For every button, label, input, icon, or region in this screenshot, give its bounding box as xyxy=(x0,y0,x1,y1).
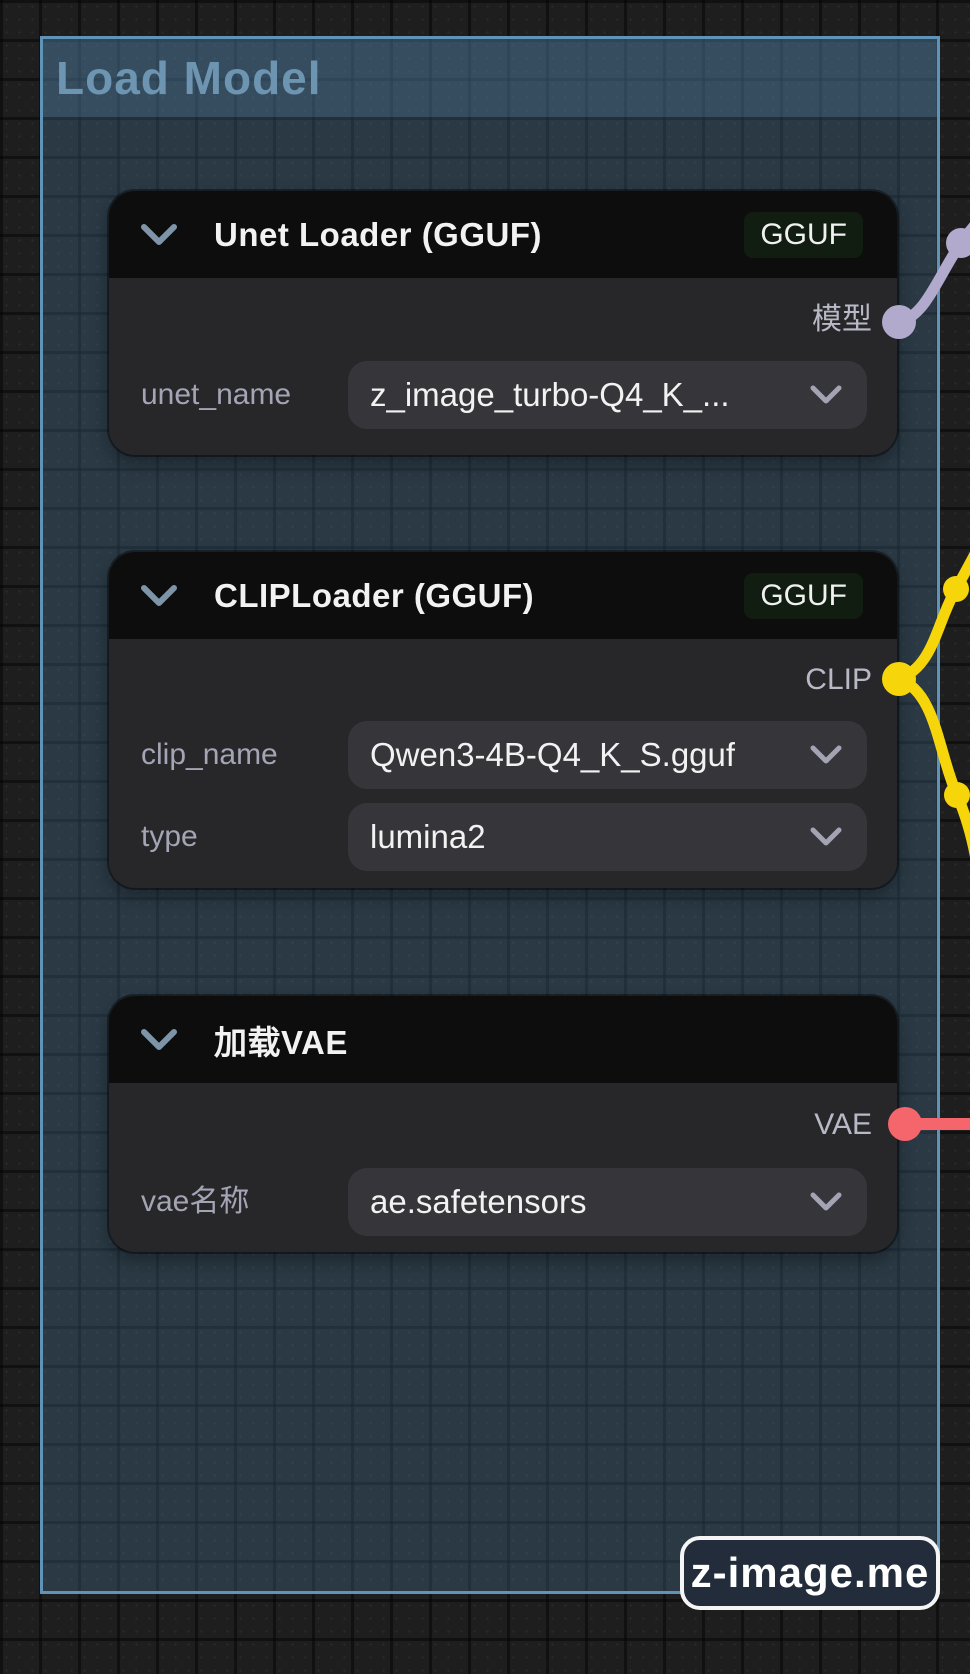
widget-label-unet-name: unet_name xyxy=(141,378,292,411)
type-value: lumina2 xyxy=(370,818,486,855)
chevron-down-icon xyxy=(810,1192,842,1211)
group-title: Load Model xyxy=(56,52,322,104)
collapse-chevron-icon[interactable] xyxy=(139,1027,179,1053)
collapse-chevron-icon[interactable] xyxy=(139,222,179,248)
collapse-chevron-icon[interactable] xyxy=(139,583,179,609)
widget-label-type: type xyxy=(141,820,198,853)
clip-name-value: Qwen3-4B-Q4_K_S.gguf xyxy=(370,736,736,773)
chevron-down-icon xyxy=(810,827,842,846)
gguf-badge: GGUF xyxy=(744,572,863,619)
watermark-label: z-image.me xyxy=(690,1549,930,1596)
node-clip-loader[interactable]: CLIPLoader (GGUF) GGUF CLIP clip_name Qw… xyxy=(109,552,897,888)
group-titlebar[interactable]: Load Model xyxy=(43,39,937,117)
gguf-badge: GGUF xyxy=(744,211,863,258)
unet-name-dropdown[interactable]: z_image_turbo-Q4_K_... xyxy=(348,361,867,429)
type-dropdown[interactable]: lumina2 xyxy=(348,803,867,871)
widget-label-clip-name: clip_name xyxy=(141,738,278,771)
clip-name-dropdown[interactable]: Qwen3-4B-Q4_K_S.gguf xyxy=(348,721,867,789)
node-unet-loader-header[interactable]: Unet Loader (GGUF) GGUF xyxy=(109,191,897,278)
vae-name-value: ae.safetensors xyxy=(370,1183,587,1220)
reroute-dot-model[interactable] xyxy=(946,228,970,258)
vae-name-dropdown[interactable]: ae.safetensors xyxy=(348,1168,867,1236)
node-load-vae[interactable]: 加载VAE VAE vae名称 ae.safetensors xyxy=(109,996,897,1252)
output-label-clip: CLIP xyxy=(805,663,872,696)
node-title: 加载VAE xyxy=(214,1023,348,1061)
node-title: Unet Loader (GGUF) xyxy=(214,215,542,253)
output-label-model: 模型 xyxy=(812,303,872,336)
widget-label-vae-name: vae名称 xyxy=(141,1185,250,1218)
unet-name-value: z_image_turbo-Q4_K_... xyxy=(370,376,730,413)
node-unet-loader[interactable]: Unet Loader (GGUF) GGUF 模型 unet_name z_i… xyxy=(109,191,897,455)
reroute-dot-clip-upper[interactable] xyxy=(943,576,969,602)
chevron-down-icon xyxy=(810,385,842,404)
output-label-vae: VAE xyxy=(814,1108,872,1141)
node-title: CLIPLoader (GGUF) xyxy=(214,576,535,614)
chevron-down-icon xyxy=(810,745,842,764)
reroute-dot-clip-lower[interactable] xyxy=(944,782,970,808)
node-clip-loader-header[interactable]: CLIPLoader (GGUF) GGUF xyxy=(109,552,897,639)
watermark-badge: z-image.me xyxy=(680,1536,940,1610)
node-load-vae-header[interactable]: 加载VAE xyxy=(109,996,897,1083)
